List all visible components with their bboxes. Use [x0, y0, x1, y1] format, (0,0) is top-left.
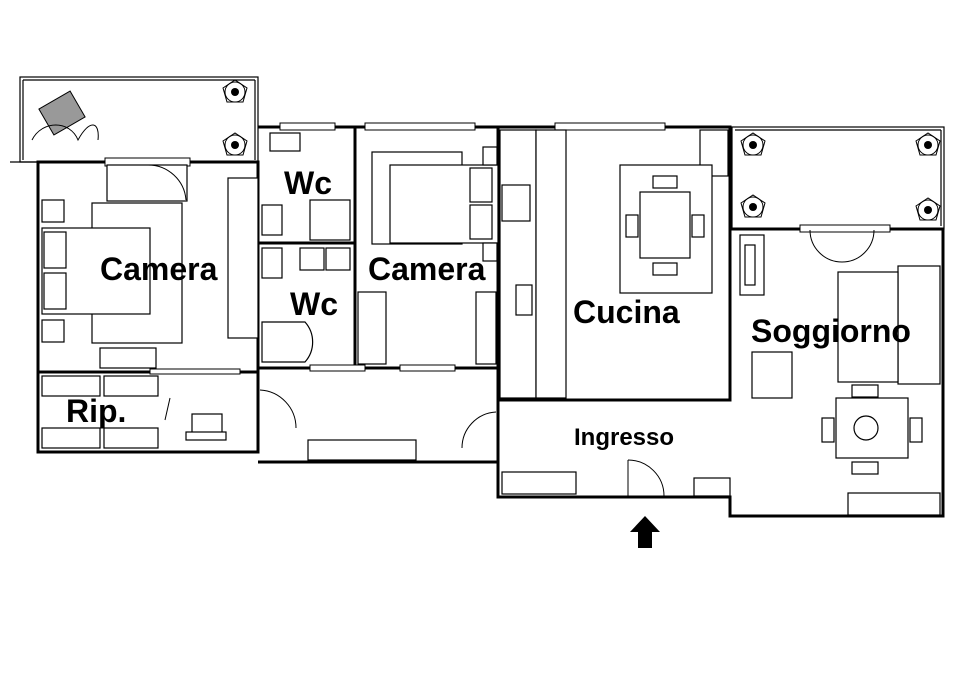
wc-bottom-fixtures — [261, 247, 351, 363]
room-label-ripostiglio: Rip. — [66, 393, 126, 429]
sideboard-living — [847, 492, 941, 516]
wardrobe-center — [357, 291, 387, 365]
room-label-cucina: Cucina — [573, 294, 680, 330]
entrance-arrow-icon — [630, 516, 660, 548]
door-bedroom-left — [106, 164, 188, 202]
room-label-soggiorno: Soggiorno — [751, 313, 911, 349]
bed-left — [41, 199, 183, 344]
room-label-ingresso: Ingresso — [574, 424, 674, 451]
room-label-camera-left: Camera — [100, 251, 218, 287]
plant-icon — [222, 79, 941, 221]
dining-table-icon — [619, 164, 713, 294]
bed-center — [371, 146, 499, 262]
balcony-right — [731, 126, 945, 230]
dining-table-living — [821, 384, 923, 475]
corridor — [259, 389, 497, 461]
tv-unit — [739, 229, 875, 296]
sofa — [751, 265, 941, 399]
entrance-fixtures — [501, 459, 731, 497]
wardrobe-left — [227, 177, 259, 339]
sunbed-icon — [31, 90, 99, 142]
room-label-wc-top: Wc — [284, 165, 332, 201]
kitchen-counter — [499, 129, 729, 399]
room-label-wc-bottom: Wc — [290, 286, 338, 322]
windows — [104, 122, 891, 375]
desk-left — [99, 347, 157, 369]
wc-top-fixtures — [261, 132, 351, 241]
room-label-camera-center: Camera — [368, 251, 486, 287]
storage-shelves — [41, 375, 227, 449]
dresser-center — [475, 291, 497, 365]
